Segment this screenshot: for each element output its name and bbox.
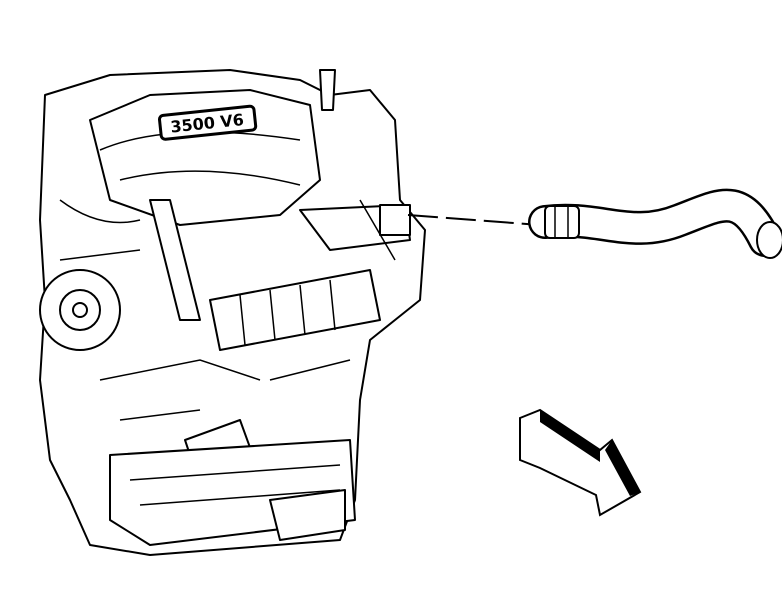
heater-hose (528, 188, 782, 259)
direction-arrow (519, 408, 642, 517)
leader-line (407, 214, 541, 226)
engine-badge (157, 104, 258, 141)
engine-assembly: 3500 V6 (39, 69, 426, 556)
